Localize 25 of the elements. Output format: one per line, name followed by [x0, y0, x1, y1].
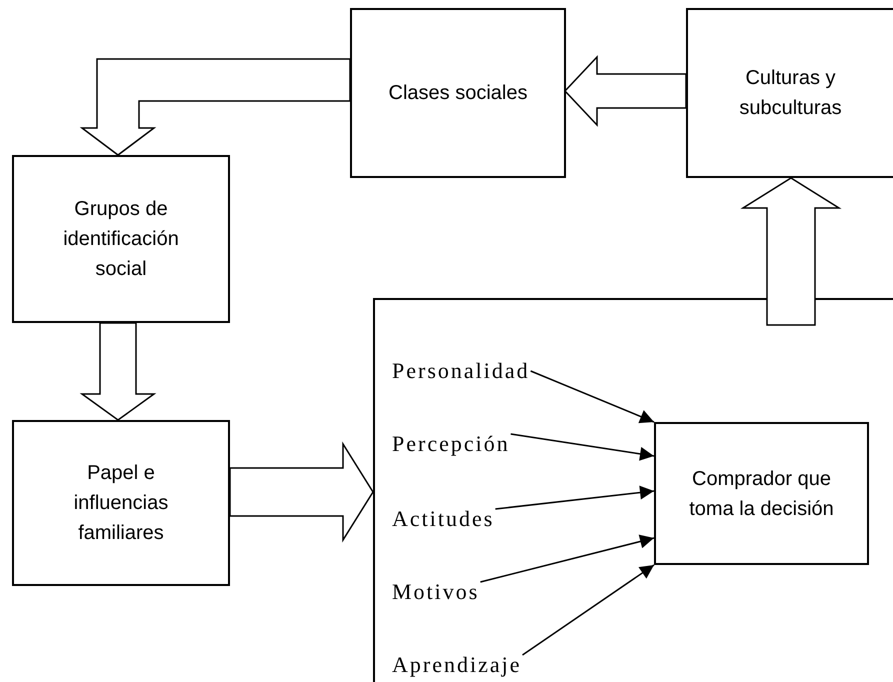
block-arrow	[80, 322, 156, 421]
box-label: Comprador que toma la decisión	[688, 466, 835, 522]
factor-label: Percepción	[392, 432, 510, 456]
arrow	[522, 564, 654, 656]
arrow	[510, 433, 654, 461]
process-box	[12, 155, 230, 323]
factor-label: Motivos	[392, 580, 480, 604]
process-box	[686, 8, 893, 178]
box-label: Grupos de identificación social	[62, 197, 180, 282]
box-label: Culturas y subculturas	[738, 66, 843, 121]
process-box	[350, 8, 566, 178]
factor-label: Aprendizaje	[392, 653, 522, 677]
process-box	[12, 420, 230, 586]
factor-label: Actitudes	[392, 507, 494, 531]
block-arrow	[564, 55, 687, 127]
arrow	[480, 534, 654, 583]
process-box	[654, 422, 869, 565]
box-label: Papel e influencias familiares	[72, 461, 170, 546]
arrow	[495, 486, 654, 510]
block-arrow	[740, 177, 842, 326]
block-arrow	[229, 441, 374, 543]
factor-label: Personalidad	[392, 359, 530, 383]
block-arrow	[80, 58, 351, 156]
box-label: Clases sociales	[388, 81, 528, 106]
arrow	[530, 370, 654, 424]
